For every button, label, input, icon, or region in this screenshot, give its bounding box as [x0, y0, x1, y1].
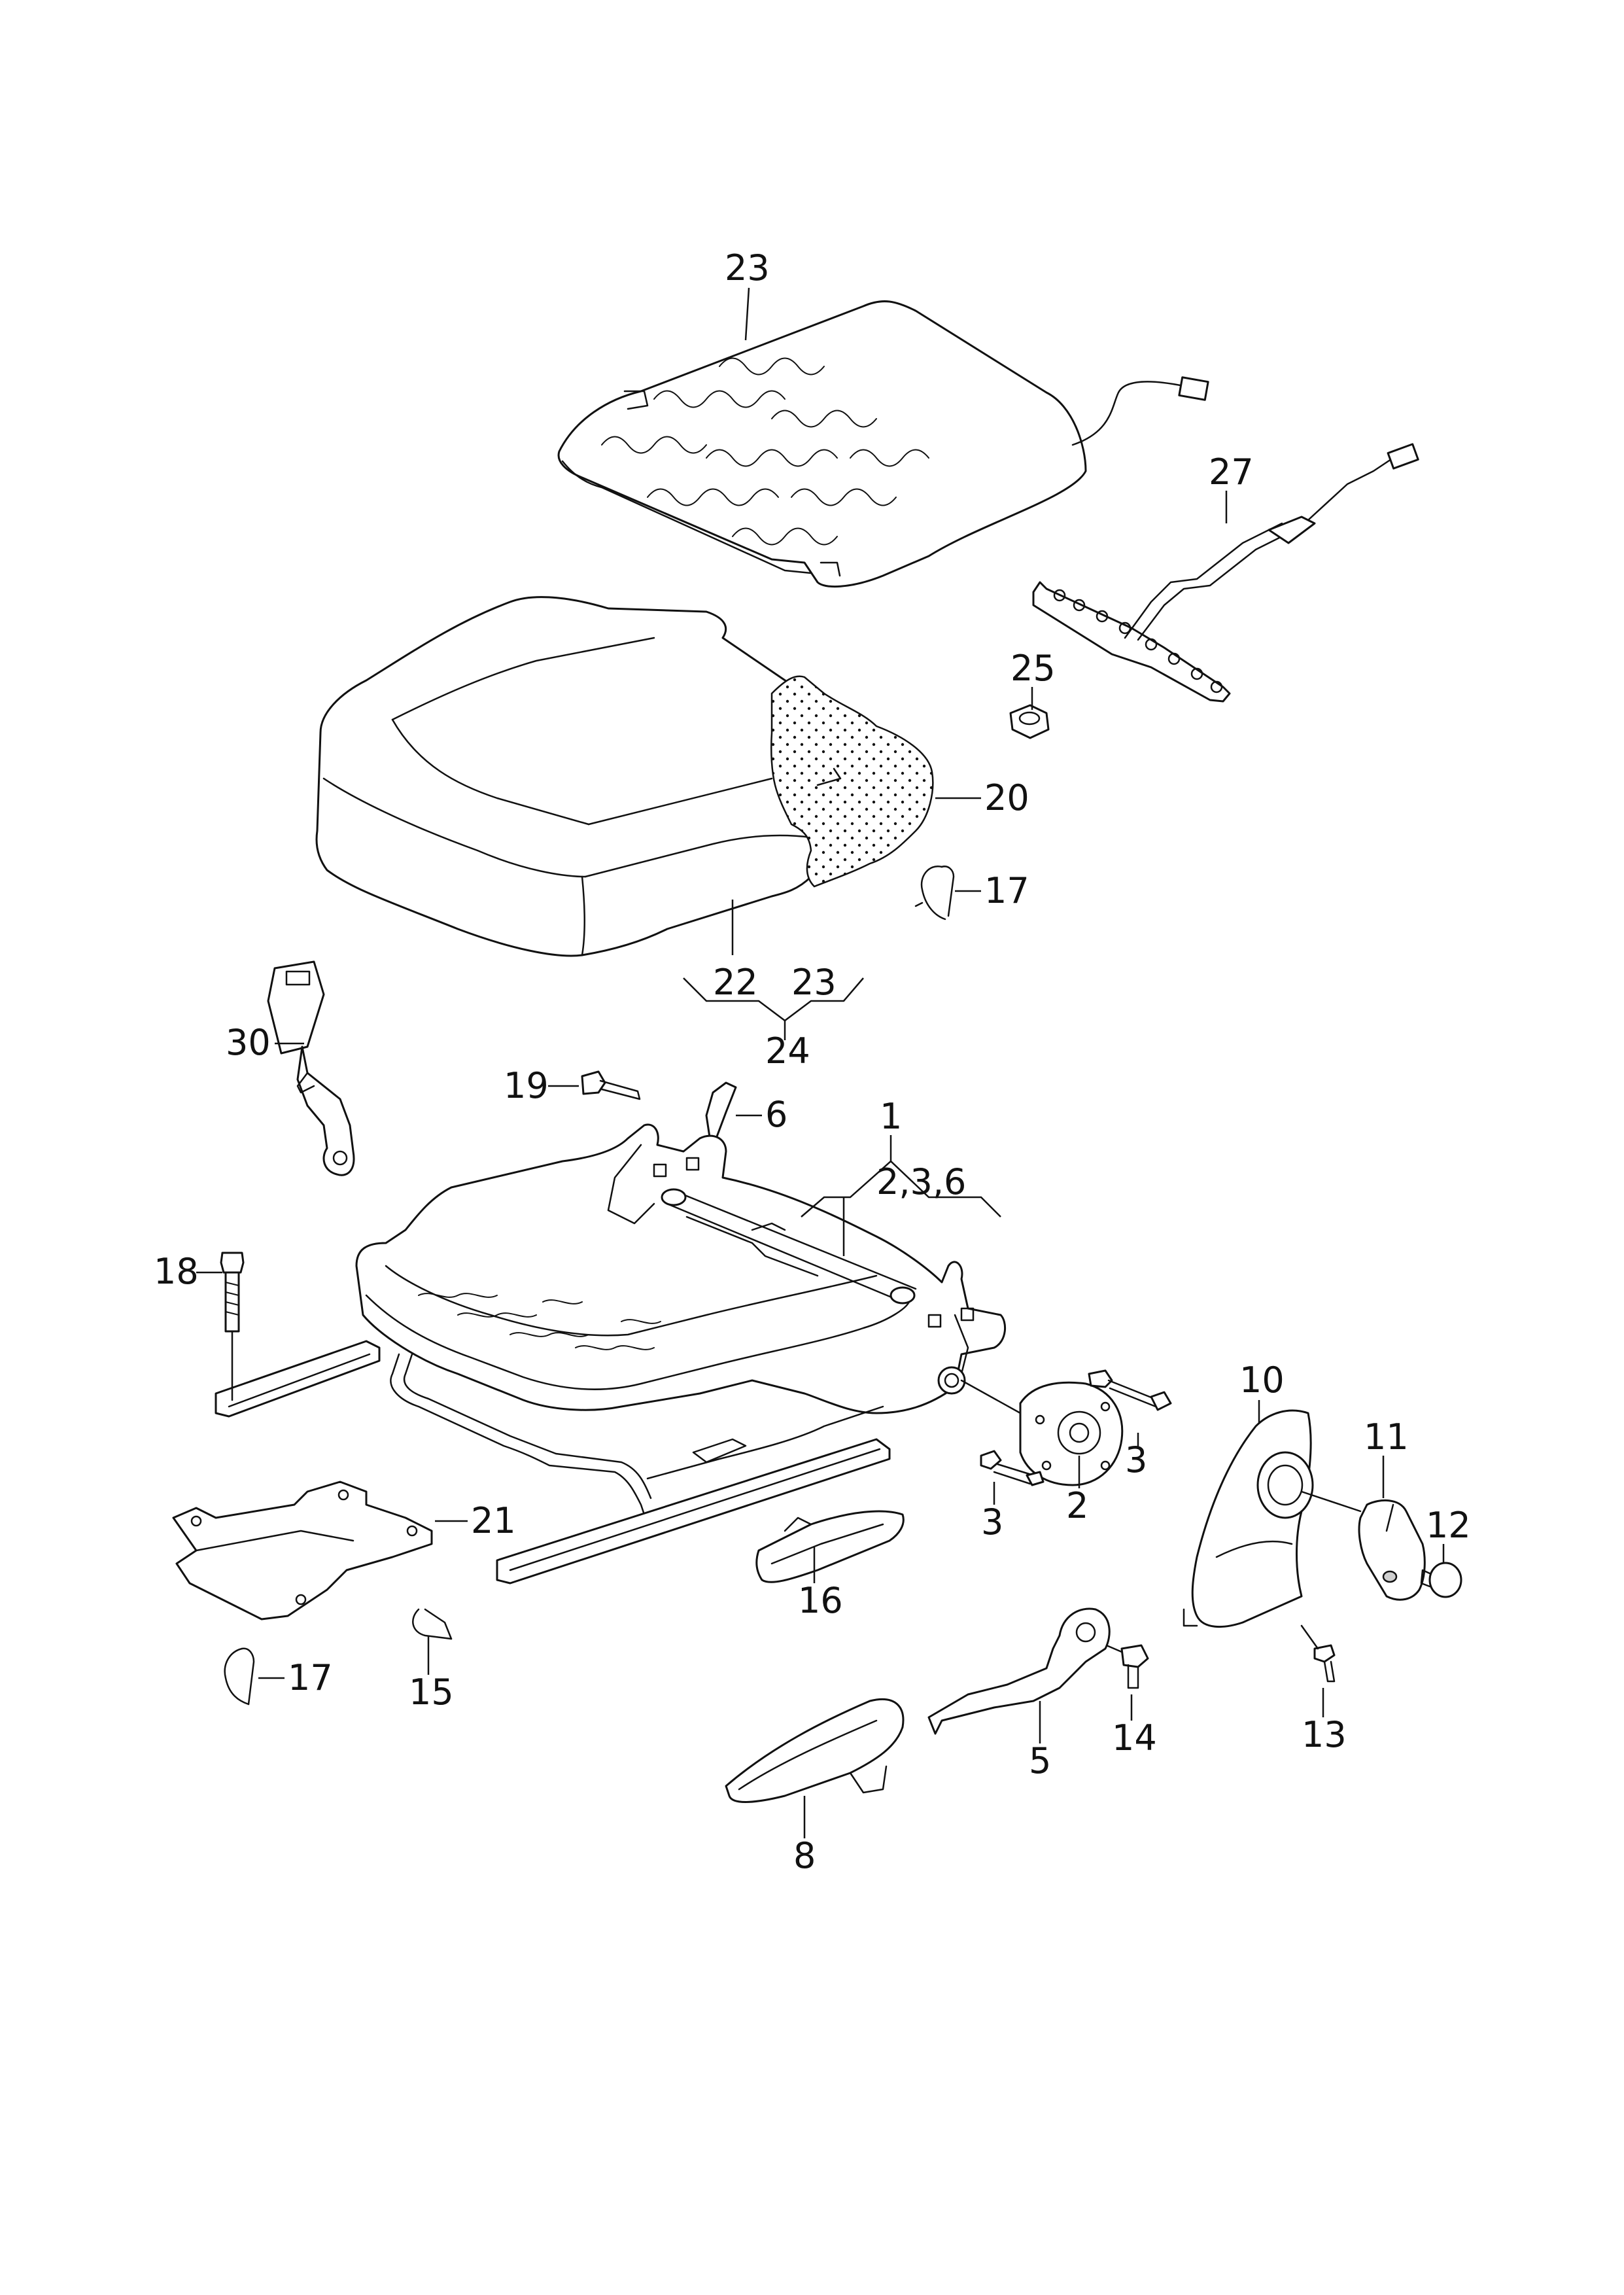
- callout-12: 12: [1426, 1505, 1471, 1546]
- handle-part-16: [755, 1510, 905, 1583]
- nut-part-25: [1009, 704, 1050, 739]
- callout-6: 6: [765, 1094, 787, 1135]
- callout-15: 15: [409, 1672, 454, 1713]
- callout-8: 8: [793, 1835, 816, 1876]
- bolt-part-3-upper: [1088, 1369, 1172, 1411]
- callout-1: 1: [880, 1096, 902, 1137]
- callout-5: 5: [1029, 1740, 1051, 1781]
- bolt-part-19: [581, 1070, 641, 1100]
- lever-cable-part-5: [927, 1607, 1111, 1735]
- knob-part-11: [1358, 1499, 1426, 1601]
- seat-frame-part-1: [215, 1123, 1007, 1585]
- callout-14: 14: [1112, 1717, 1157, 1759]
- heating-mat-part-23: [557, 300, 1209, 587]
- callout-labels: 23 27 25 20 17 22 23 24 30 19 6 1 2,3,6 …: [154, 247, 1471, 1876]
- callout-27: 27: [1209, 451, 1254, 493]
- handle-part-8: [725, 1698, 905, 1803]
- seatbelt-buckle-part-30: [267, 960, 355, 1176]
- callout-19: 19: [504, 1065, 549, 1106]
- callout-25: 25: [1011, 648, 1056, 689]
- callout-23-group: 23: [791, 962, 837, 1003]
- callout-13: 13: [1302, 1714, 1347, 1755]
- clip-part-17-lower: [224, 1647, 255, 1706]
- callout-22: 22: [713, 962, 758, 1003]
- seat-occupancy-sensor-part-27: [1032, 443, 1419, 703]
- clip-part-17-upper: [914, 865, 955, 920]
- callout-2: 2: [1066, 1485, 1088, 1526]
- screw-part-13: [1300, 1624, 1336, 1683]
- bolt-part-18: [220, 1252, 245, 1401]
- callout-11: 11: [1364, 1416, 1409, 1458]
- callout-1-group: 2,3,6: [876, 1161, 966, 1202]
- bolt-part-3-lower: [980, 1450, 1045, 1486]
- cap-part-12: [1420, 1562, 1462, 1598]
- callout-24: 24: [765, 1030, 810, 1072]
- undertray-part-21: [172, 1480, 433, 1621]
- callout-23-top: 23: [725, 247, 770, 289]
- callout-17-upper: 17: [984, 870, 1029, 911]
- side-trim-panel-part-10: [1183, 1409, 1362, 1628]
- callout-3-upper: 3: [1125, 1439, 1147, 1480]
- clip-part-15: [412, 1608, 453, 1640]
- callout-16: 16: [798, 1580, 843, 1621]
- callout-10: 10: [1239, 1359, 1285, 1401]
- callout-3-lower: 3: [981, 1501, 1003, 1543]
- recliner-mechanism-part-2: [960, 1379, 1124, 1486]
- callout-20: 20: [984, 777, 1029, 818]
- leader-lines: [196, 287, 1445, 1838]
- callout-17-lower: 17: [288, 1657, 333, 1698]
- callout-30: 30: [226, 1022, 271, 1063]
- callout-18: 18: [154, 1251, 199, 1292]
- seat-cushion-part-22: [315, 596, 934, 957]
- cover-part-6: [705, 1081, 737, 1140]
- callout-21: 21: [471, 1500, 516, 1541]
